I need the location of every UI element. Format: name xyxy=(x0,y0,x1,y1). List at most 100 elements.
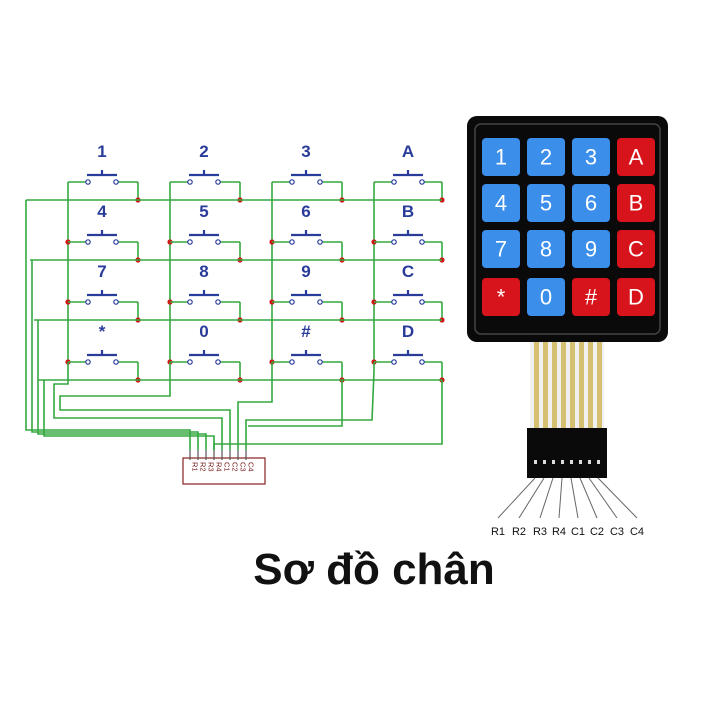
switch-contact xyxy=(419,299,425,305)
key-face[interactable] xyxy=(617,138,655,176)
key-face[interactable] xyxy=(617,184,655,222)
key-8[interactable]: 8 xyxy=(527,230,565,268)
switch-1-2: 6 xyxy=(272,202,342,245)
ribbon-trace xyxy=(579,342,584,428)
keypad-pin-label: R4 xyxy=(552,526,566,538)
key-6[interactable]: 6 xyxy=(572,184,610,222)
key-*[interactable]: * xyxy=(482,278,520,316)
switch-label: 3 xyxy=(301,142,310,161)
switch-contact xyxy=(187,179,193,185)
switch-contact xyxy=(317,179,323,185)
key-label: 4 xyxy=(495,191,507,216)
pin-lead xyxy=(597,477,638,519)
key-label: D xyxy=(628,285,644,310)
key-face[interactable] xyxy=(482,278,520,316)
switch-2-3: C xyxy=(374,262,442,305)
connector-pin-label: R4 xyxy=(215,462,224,472)
key-label: B xyxy=(629,191,644,216)
connector-contact xyxy=(543,460,546,464)
switch-contact xyxy=(187,299,193,305)
switch-label: 8 xyxy=(199,262,208,281)
key-4[interactable]: 4 xyxy=(482,184,520,222)
key-label: 6 xyxy=(585,191,597,216)
key-face[interactable] xyxy=(617,230,655,268)
keypad-pin-label: R2 xyxy=(512,526,526,538)
switch-contact xyxy=(391,299,397,305)
switch-label: C xyxy=(402,262,414,281)
key-2[interactable]: 2 xyxy=(527,138,565,176)
diagram-title: Sơ đồ chân xyxy=(253,545,495,594)
key-#[interactable]: # xyxy=(572,278,610,316)
key-label: # xyxy=(585,285,598,310)
switch-contact xyxy=(391,179,397,185)
key-face[interactable] xyxy=(572,138,610,176)
key-C[interactable]: C xyxy=(617,230,655,268)
key-face[interactable] xyxy=(482,184,520,222)
key-face[interactable] xyxy=(527,184,565,222)
key-label: 7 xyxy=(495,237,507,262)
switch-2-1: 8 xyxy=(170,262,240,305)
connector-pin-label: R2 xyxy=(199,462,208,472)
switch-contact xyxy=(113,359,119,365)
switch-contact xyxy=(215,359,221,365)
row-wire-R1 xyxy=(25,200,191,450)
key-face[interactable] xyxy=(482,230,520,268)
switch-contact xyxy=(317,359,323,365)
keypad-pin-label: R1 xyxy=(491,526,505,538)
switch-contact xyxy=(215,179,221,185)
keypad-pin-label: C3 xyxy=(610,526,624,538)
key-label: 8 xyxy=(540,237,552,262)
key-0[interactable]: 0 xyxy=(527,278,565,316)
key-D[interactable]: D xyxy=(617,278,655,316)
row-wire-R2 xyxy=(31,260,199,450)
connector-pin-label: C3 xyxy=(239,462,248,472)
switch-contact xyxy=(113,179,119,185)
key-face[interactable] xyxy=(572,184,610,222)
switch-contact xyxy=(215,299,221,305)
key-label: 9 xyxy=(585,237,597,262)
key-face[interactable] xyxy=(572,230,610,268)
connector-contact xyxy=(561,460,564,464)
pin-lead xyxy=(579,477,598,519)
connector-pin-label: C2 xyxy=(231,462,240,472)
row-wire-R4 xyxy=(43,380,215,450)
switch-contact xyxy=(215,239,221,245)
key-label: 0 xyxy=(540,285,552,310)
switch-label: A xyxy=(402,142,414,161)
pin-lead xyxy=(558,477,563,519)
key-7[interactable]: 7 xyxy=(482,230,520,268)
switch-3-2: # xyxy=(272,322,342,365)
key-face[interactable] xyxy=(527,138,565,176)
key-face[interactable] xyxy=(572,278,610,316)
connector-contact xyxy=(534,460,537,464)
switch-0-0: 1 xyxy=(68,142,138,185)
connector-pin-label: C4 xyxy=(247,462,256,472)
key-5[interactable]: 5 xyxy=(527,184,565,222)
connector-pin-label: R1 xyxy=(191,462,200,472)
switch-label: 5 xyxy=(199,202,208,221)
key-face[interactable] xyxy=(527,278,565,316)
key-9[interactable]: 9 xyxy=(572,230,610,268)
key-face[interactable] xyxy=(482,138,520,176)
switch-label: 1 xyxy=(97,142,106,161)
column-wire-C1 xyxy=(53,362,223,450)
switch-1-3: B xyxy=(374,202,442,245)
switch-contact xyxy=(317,299,323,305)
key-face[interactable] xyxy=(527,230,565,268)
switch-contact xyxy=(113,299,119,305)
key-B[interactable]: B xyxy=(617,184,655,222)
keypad-inner-border xyxy=(474,123,661,335)
key-3[interactable]: 3 xyxy=(572,138,610,176)
pin-lead xyxy=(497,477,536,519)
switch-contact xyxy=(85,239,91,245)
key-A[interactable]: A xyxy=(617,138,655,176)
pin-lead xyxy=(588,477,618,519)
pin-lead xyxy=(570,477,579,519)
key-1[interactable]: 1 xyxy=(482,138,520,176)
switch-1-1: 5 xyxy=(170,202,240,245)
switch-contact xyxy=(289,299,295,305)
connector-pin-label: R3 xyxy=(207,462,216,472)
switch-contact xyxy=(187,239,193,245)
key-face[interactable] xyxy=(617,278,655,316)
column-wire-C3 xyxy=(237,362,273,450)
